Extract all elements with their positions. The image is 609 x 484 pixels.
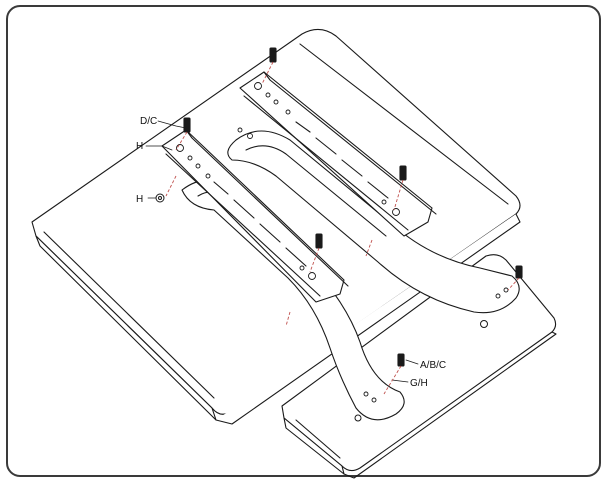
screw-5 [515,265,523,279]
screw-guides [165,61,520,395]
label-h-left: H [136,194,143,205]
rail-holes [176,82,509,403]
screw-3 [399,165,407,181]
screw-6 [397,353,405,367]
bracket-rail-right [239,71,437,237]
screw-2 [183,117,191,133]
screw-1 [269,47,277,63]
label-abc: A/B/C [420,360,446,371]
label-h-top: H [136,141,143,152]
label-dc: D/C [140,116,157,127]
bracket-rail-left [161,129,349,303]
label-gh: G/H [410,378,428,389]
screw-4 [315,233,323,249]
leader-lines [145,120,419,383]
